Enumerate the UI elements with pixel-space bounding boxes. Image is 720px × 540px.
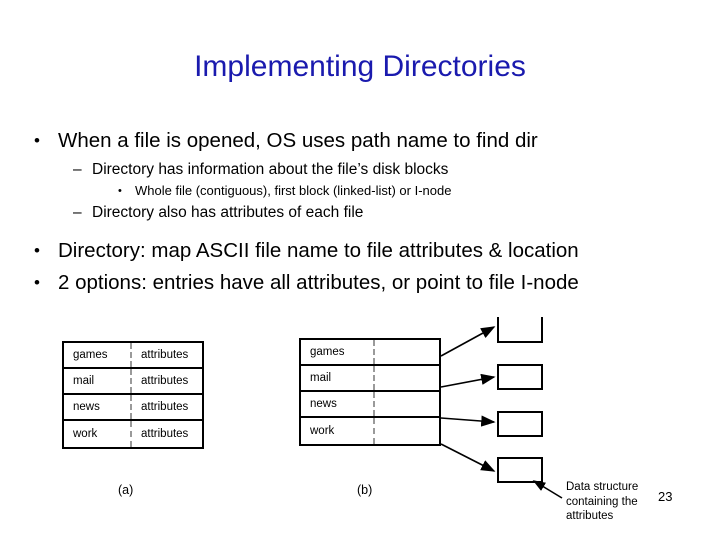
table-row: mail attributes xyxy=(64,369,202,395)
bullet-marker: – xyxy=(73,204,82,221)
pointer-cell xyxy=(373,418,439,444)
bullet-level1-2: • Directory: map ASCII file name to file… xyxy=(34,236,694,266)
pointer-arrow-3 xyxy=(440,415,496,427)
table-row: games attributes xyxy=(64,343,202,369)
attributes-cell: attributes xyxy=(130,343,202,367)
attributes-cell: attributes xyxy=(130,421,202,447)
bullet-text: 2 options: entries have all attributes, … xyxy=(58,271,579,294)
pointer-arrow-1 xyxy=(440,326,496,357)
pointer-arrow-2 xyxy=(440,373,496,388)
bullet-level1-3: • 2 options: entries have all attributes… xyxy=(34,268,694,298)
attribute-box-1 xyxy=(497,317,543,343)
bullet-level2-1: – Directory has information about the fi… xyxy=(73,158,694,181)
file-name-cell: news xyxy=(310,398,337,410)
pointer-cell xyxy=(373,392,439,416)
directory-table-b: games mail news work xyxy=(299,338,441,446)
bullet-text: Whole file (contiguous), first block (li… xyxy=(135,183,452,198)
data-structure-caption: Data structure containing the attributes xyxy=(566,481,639,522)
figure-caption-a: (a) xyxy=(118,483,134,497)
caption-arrow xyxy=(532,480,563,499)
bullet-level2-2: – Directory also has attributes of each … xyxy=(73,201,694,224)
file-name-cell: mail xyxy=(310,372,332,384)
table-row: work attributes xyxy=(64,421,202,447)
file-name-cell: news xyxy=(73,401,100,413)
file-name-cell: work xyxy=(310,425,335,437)
bullet-level1-1: • When a file is opened, OS uses path na… xyxy=(34,126,694,156)
bullet-text: Directory: map ASCII file name to file a… xyxy=(58,239,579,262)
bullet-marker: • xyxy=(34,273,40,292)
bullet-marker: • xyxy=(118,185,122,197)
file-name-cell: work xyxy=(73,428,98,440)
bullet-marker: • xyxy=(34,241,40,260)
attribute-box-4 xyxy=(497,457,543,483)
table-row: games xyxy=(301,340,439,366)
bullet-text: Directory also has attributes of each fi… xyxy=(92,204,364,221)
page-title: Implementing Directories xyxy=(194,50,526,83)
attributes-cell: attributes xyxy=(130,369,202,393)
directory-table-a: games attributes mail attributes news at… xyxy=(62,341,204,449)
attributes-cell: attributes xyxy=(130,395,202,419)
table-row: news xyxy=(301,392,439,418)
bullet-marker: • xyxy=(34,131,40,150)
figure-caption-b: (b) xyxy=(357,483,373,497)
slide-number: 23 xyxy=(658,489,673,504)
slide-body: • When a file is opened, OS uses path na… xyxy=(34,126,694,300)
bullet-text: Directory has information about the file… xyxy=(92,161,449,178)
attribute-box-3 xyxy=(497,411,543,437)
bullet-level3-1: • Whole file (contiguous), first block (… xyxy=(118,181,694,201)
table-row: news attributes xyxy=(64,395,202,421)
file-name-cell: games xyxy=(310,346,345,358)
bullet-marker: – xyxy=(73,161,82,178)
file-name-cell: games xyxy=(73,349,108,361)
table-row: work xyxy=(301,418,439,444)
file-name-cell: mail xyxy=(73,375,95,387)
table-row: mail xyxy=(301,366,439,392)
pointer-cell xyxy=(373,366,439,390)
pointer-cell xyxy=(373,340,439,364)
attribute-box-2 xyxy=(497,364,543,390)
bullet-text: When a file is opened, OS uses path name… xyxy=(58,129,538,152)
pointer-arrow-4 xyxy=(440,443,496,472)
